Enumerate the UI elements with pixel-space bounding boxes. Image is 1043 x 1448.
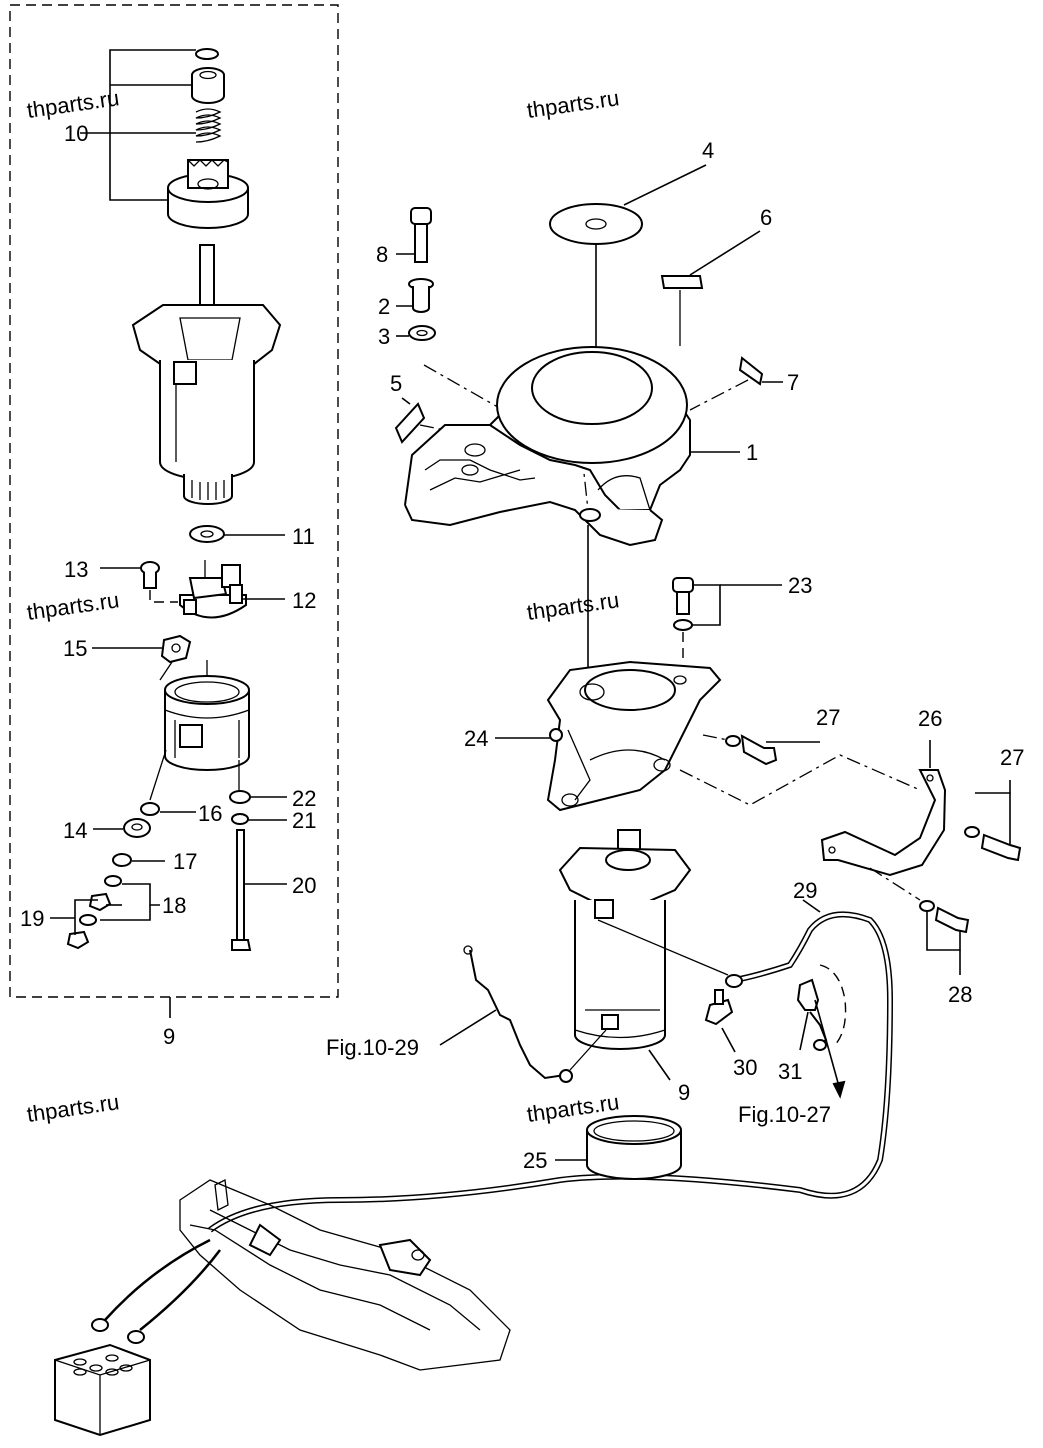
callout-8: 8	[376, 242, 388, 267]
callout-18: 18	[162, 893, 186, 918]
flywheel-cover-1	[404, 346, 740, 547]
ref-fig-10-27: Fig.10-27	[738, 1102, 831, 1127]
callout-12: 12	[292, 588, 316, 613]
terminal-cover-31	[796, 964, 847, 1099]
callout-27a: 27	[816, 705, 840, 730]
clamp-band-26	[679, 740, 947, 877]
pinion-gear	[167, 159, 249, 229]
callout-10: 10	[64, 121, 88, 146]
callout-6: 6	[760, 205, 772, 230]
spring	[195, 108, 222, 143]
brush-holder-12	[179, 560, 285, 619]
callout-1: 1	[746, 440, 758, 465]
callout-9-main: 9	[678, 1080, 690, 1105]
watermark-1: thparts.ru	[25, 85, 121, 123]
callout-31: 31	[778, 1059, 802, 1084]
collar	[191, 67, 225, 104]
callout-2: 2	[378, 294, 390, 319]
callout-24: 24	[464, 726, 488, 751]
callout-25: 25	[523, 1148, 547, 1173]
callout-20: 20	[292, 873, 316, 898]
through-bolt-20	[229, 760, 287, 951]
watermark-5: thparts.ru	[25, 1089, 121, 1127]
callout-22: 22	[292, 786, 316, 811]
wire-harness	[439, 945, 607, 1083]
bolt-27-a	[702, 734, 820, 766]
callout-5: 5	[390, 371, 402, 396]
callout-21: 21	[292, 808, 316, 833]
callout-27b: 27	[1000, 745, 1024, 770]
bolt-27-b	[964, 780, 1022, 862]
starter-bracket-24	[495, 660, 722, 812]
battery-cable-29	[208, 899, 894, 1233]
bolt-28	[869, 867, 970, 975]
callout-19: 19	[20, 906, 44, 931]
bolt-30	[704, 989, 736, 1053]
small-fasteners	[50, 749, 196, 950]
callout-29: 29	[793, 878, 817, 903]
starter-motor-9	[558, 829, 729, 1081]
square-nut-15	[92, 634, 192, 681]
callout-3: 3	[378, 324, 390, 349]
washer-11	[189, 525, 285, 543]
battery	[54, 1343, 151, 1437]
callout-30: 30	[733, 1055, 757, 1080]
yoke-housing	[164, 660, 250, 771]
ref-fig-10-29: Fig.10-29	[326, 1035, 419, 1060]
callout-17: 17	[173, 849, 197, 874]
callout-16: 16	[198, 801, 222, 826]
boat-frame	[91, 1179, 511, 1371]
callout-15: 15	[63, 636, 87, 661]
callout-28: 28	[948, 982, 972, 1007]
watermark-2: thparts.ru	[525, 85, 621, 123]
callout-7: 7	[787, 370, 799, 395]
bolt-8	[396, 207, 432, 263]
callout-11: 11	[292, 524, 315, 549]
starter-motor-armature	[131, 244, 282, 505]
callout-13: 13	[64, 557, 88, 582]
circlip	[195, 48, 219, 60]
callout-23: 23	[788, 573, 812, 598]
screw-13	[100, 561, 178, 603]
callout-26: 26	[918, 706, 942, 731]
callout-bracket-10	[80, 49, 196, 201]
starter-kit-box	[9, 4, 339, 1018]
collar-2	[396, 278, 434, 313]
callout-9-kit: 9	[163, 1024, 175, 1049]
callout-4: 4	[702, 138, 714, 163]
label-5	[394, 397, 446, 444]
bolt-23	[672, 577, 782, 662]
watermark-3: thparts.ru	[25, 587, 121, 625]
ring-25	[555, 1115, 682, 1180]
watermark-4: thparts.ru	[525, 587, 621, 625]
label-6	[660, 230, 761, 346]
callout-14: 14	[63, 818, 87, 843]
label-7	[689, 356, 783, 411]
